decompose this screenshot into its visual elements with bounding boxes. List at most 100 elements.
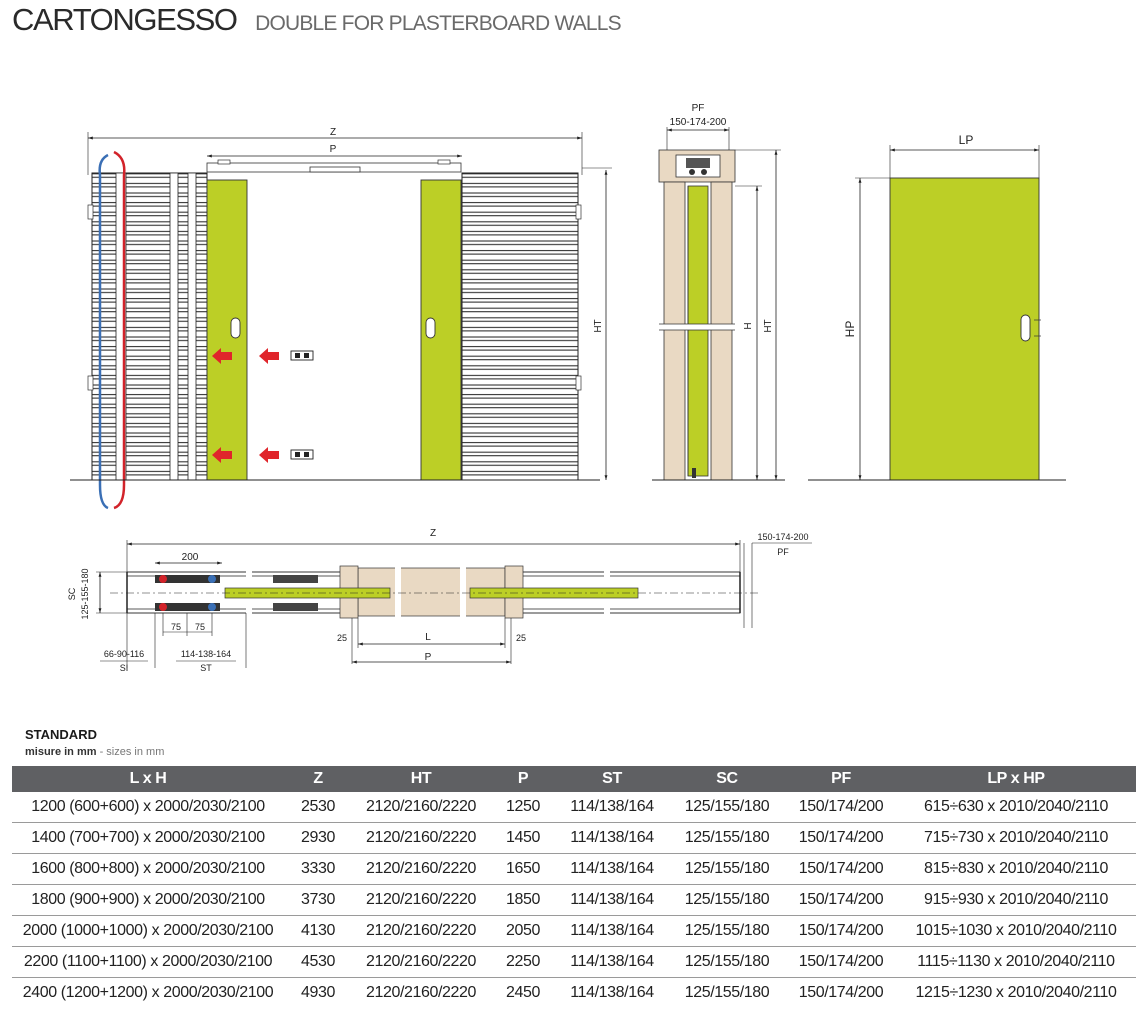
table-cell: 114/138/164 [556, 915, 668, 947]
table-cell: 1600 (800+800) x 2000/2030/2100 [12, 853, 284, 885]
table-cell: 2930 [284, 822, 352, 854]
table-cell: 815÷830 x 2010/2040/2110 [896, 853, 1136, 885]
plan-pf-values: 150-174-200 [757, 532, 808, 542]
table-cell: 2200 (1100+1100) x 2000/2030/2100 [12, 946, 284, 978]
table-cell: 4130 [284, 915, 352, 947]
table-cell: 2530 [284, 792, 352, 823]
table-cell: 125/155/180 [668, 915, 786, 947]
side-section: PF 150-174-200 H HT [652, 103, 785, 481]
plan-25b-label: 25 [516, 633, 526, 643]
table-cell: 2250 [490, 946, 556, 978]
units-it: misure in mm [25, 746, 97, 758]
table-cell: 114/138/164 [556, 792, 668, 823]
table-cell: 3730 [284, 884, 352, 916]
table-cell: 1250 [490, 792, 556, 823]
table-cell: 125/155/180 [684, 984, 770, 1001]
table-cell: 150/174/200 [786, 884, 896, 916]
table-cell: 2120/2160/2220 [352, 946, 490, 978]
side-pf-values: 150-174-200 [670, 117, 727, 128]
table-row: 2400 (1200+1200) x 2000/2030/2100 4930 2… [12, 978, 1136, 1009]
table-cell: 615÷630 x 2010/2040/2110 [896, 792, 1136, 823]
plan-25a-label: 25 [337, 633, 347, 643]
table-cell: 125/155/180 [668, 946, 786, 978]
plan-si-label: SI [120, 663, 129, 673]
product-title: CARTONGESSO [12, 2, 238, 37]
table-cell: 1650 [490, 853, 556, 885]
plan-sc-values: 125-155-180 [80, 568, 90, 619]
table-row: 2200 (1100+1100) x 2000/2030/2100 4530 2… [12, 946, 1136, 978]
table-cell: 4930 [301, 984, 335, 1001]
table-cell: 114/138/164 [570, 984, 654, 1001]
plan-p-label: P [425, 652, 432, 663]
table-cell: 1400 (700+700) x 2000/2030/2100 [12, 822, 284, 854]
table-header-row: L x H Z HT P ST SC PF LP x HP [12, 766, 1136, 792]
col-header: SC [668, 766, 786, 792]
table-cell: 150/174/200 [786, 792, 896, 823]
front-elevation: Z P [70, 127, 612, 510]
table-cell: 2120/2160/2220 [352, 792, 490, 823]
table-cell: 125/155/180 [668, 822, 786, 854]
table-cell: 150/174/200 [786, 946, 896, 978]
section-title: STANDARD [25, 727, 97, 742]
table-cell: 150/174/200 [786, 822, 896, 854]
table-row: 1600 (800+800) x 2000/2030/2100 3330 212… [12, 853, 1136, 885]
col-header: P [490, 766, 556, 792]
technical-drawing: Z P [67, 103, 1066, 673]
col-header: ST [556, 766, 668, 792]
plan-st-label: ST [200, 663, 212, 673]
table-cell: 2050 [490, 915, 556, 947]
plan-pf-label: PF [777, 547, 789, 557]
plan-200-label: 200 [182, 552, 199, 563]
col-header: PF [786, 766, 896, 792]
plan-st-values: 114-138-164 [181, 649, 231, 659]
col-header: Z [284, 766, 352, 792]
table-cell: 1450 [490, 822, 556, 854]
table-cell: 1115÷1130 x 2010/2040/2110 [896, 946, 1136, 978]
table-cell: 715÷730 x 2010/2040/2110 [896, 822, 1136, 854]
table-cell: 1015÷1030 x 2010/2040/2110 [896, 915, 1136, 947]
table-cell: 2450 [506, 984, 540, 1001]
table-cell: 3330 [284, 853, 352, 885]
table-cell: 2120/2160/2220 [365, 984, 477, 1001]
table-cell: 1800 (900+900) x 2000/2030/2100 [12, 884, 284, 916]
col-header: HT [352, 766, 490, 792]
front-ht-label: HT [593, 319, 604, 332]
col-header: LP x HP [896, 766, 1136, 792]
table-cell: 2120/2160/2220 [352, 915, 490, 947]
page-title: CARTONGESSO DOUBLE FOR PLASTERBOARD WALL… [12, 2, 622, 38]
table-cell: 4530 [284, 946, 352, 978]
door-hp-label: HP [843, 321, 857, 338]
table-cell: 1215÷1230 x 2010/2040/2110 [915, 984, 1117, 1001]
table-cell: 125/155/180 [668, 792, 786, 823]
table-cell: 2120/2160/2220 [352, 853, 490, 885]
plan-z-label: Z [430, 528, 436, 539]
table-cell: 150/174/200 [786, 915, 896, 947]
plan-75a-label: 75 [171, 622, 181, 632]
col-header: L x H [12, 766, 284, 792]
table-cell: 915÷930 x 2010/2040/2110 [896, 884, 1136, 916]
door-lp-label: LP [959, 133, 974, 147]
table-cell: 150/174/200 [798, 984, 884, 1001]
table-cell: 114/138/164 [556, 822, 668, 854]
table-cell: 2000 (1000+1000) x 2000/2030/2100 [12, 915, 284, 947]
table-cell: 114/138/164 [556, 946, 668, 978]
table-row: 1800 (900+900) x 2000/2030/2100 3730 212… [12, 884, 1136, 916]
side-h-label: H [743, 322, 754, 329]
table-cell: 2400 (1200+1200) x 2000/2030/2100 [22, 984, 274, 1001]
units-en: - sizes in mm [96, 746, 165, 758]
front-z-label: Z [330, 127, 336, 138]
table-cell: 150/174/200 [786, 853, 896, 885]
plan-view: Z 150-174-200 PF 200 SC 125-155-180 [67, 528, 812, 673]
table-cell: 125/155/180 [668, 884, 786, 916]
table-cell: 2120/2160/2220 [352, 822, 490, 854]
side-ht-label: HT [763, 319, 774, 332]
table-cell: 1850 [490, 884, 556, 916]
sizes-table: L x H Z HT P ST SC PF LP x HP 1200 (600+… [12, 766, 1136, 1008]
front-p-label: P [330, 144, 337, 155]
plan-si-values: 66-90-116 [104, 649, 144, 659]
table-cell: 114/138/164 [556, 884, 668, 916]
table-row: 1400 (700+700) x 2000/2030/2100 2930 212… [12, 822, 1136, 854]
table-row: 2000 (1000+1000) x 2000/2030/2100 4130 2… [12, 915, 1136, 947]
plan-sc-label: SC [67, 587, 77, 600]
door-leaf-drawing: LP HP [808, 133, 1066, 481]
